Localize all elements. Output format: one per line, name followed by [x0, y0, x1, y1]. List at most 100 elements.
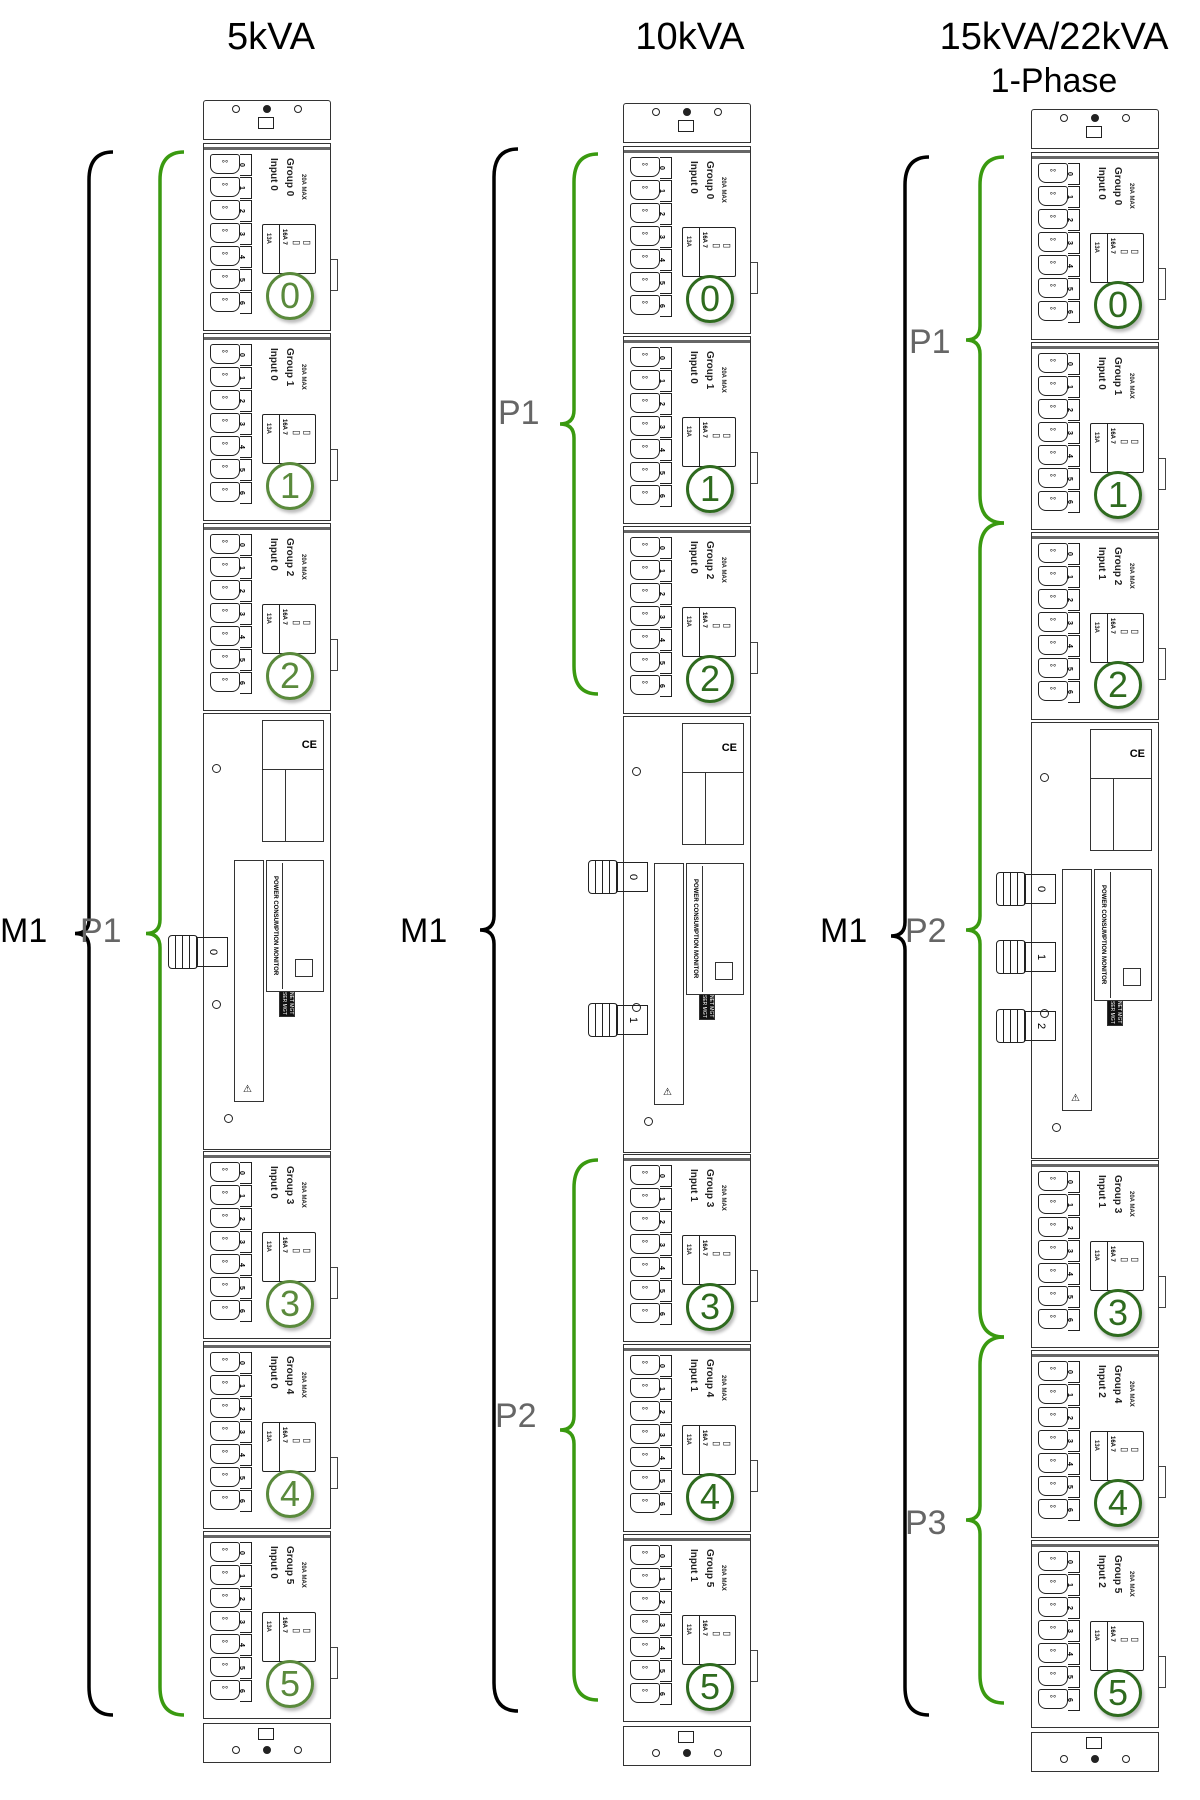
outlet[interactable]: °°3	[210, 1421, 256, 1444]
outlet[interactable]: °°6	[1038, 1309, 1084, 1332]
outlet[interactable]: °°0	[630, 347, 676, 370]
outlet[interactable]: °°4	[630, 629, 676, 652]
outlet[interactable]: °°2	[1038, 1217, 1084, 1240]
outlet[interactable]: °°1	[210, 1185, 256, 1208]
outlet[interactable]: °°5	[630, 462, 676, 485]
outlet[interactable]: °°4	[630, 249, 676, 272]
outlet[interactable]: °°3	[1038, 1240, 1084, 1263]
outlet[interactable]: °°6	[630, 675, 676, 698]
outlet[interactable]: °°1	[630, 1188, 676, 1211]
outlet[interactable]: °°6	[630, 1683, 676, 1706]
outlet[interactable]: °°0	[630, 1545, 676, 1568]
outlet[interactable]: °°4	[1038, 255, 1084, 278]
outlet[interactable]: °°1	[630, 370, 676, 393]
outlet[interactable]: °°3	[210, 603, 256, 626]
outlet[interactable]: °°6	[1038, 1499, 1084, 1522]
outlet[interactable]: °°2	[630, 203, 676, 226]
outlet[interactable]: °°6	[210, 482, 256, 505]
network-management-port[interactable]: NET MGT SER MGT	[699, 994, 715, 1020]
outlet[interactable]: °°5	[210, 1657, 256, 1680]
outlet[interactable]: °°5	[210, 269, 256, 292]
outlet[interactable]: °°1	[210, 1565, 256, 1588]
outlet[interactable]: °°3	[210, 1611, 256, 1634]
outlet[interactable]: °°0	[1038, 1171, 1084, 1194]
outlet[interactable]: °°4	[1038, 635, 1084, 658]
outlet[interactable]: °°1	[1038, 376, 1084, 399]
outlet[interactable]: °°5	[210, 459, 256, 482]
outlet[interactable]: °°0	[1038, 1551, 1084, 1574]
outlet[interactable]: °°5	[210, 649, 256, 672]
outlet[interactable]: °°2	[1038, 399, 1084, 422]
outlet[interactable]: °°1	[1038, 1574, 1084, 1597]
outlet[interactable]: °°4	[630, 1447, 676, 1470]
power-input-cord-0[interactable]: 0	[588, 860, 648, 894]
outlet[interactable]: °°1	[210, 557, 256, 580]
outlet[interactable]: °°4	[210, 626, 256, 649]
outlet[interactable]: °°2	[630, 583, 676, 606]
outlet[interactable]: °°1	[210, 1375, 256, 1398]
outlet[interactable]: °°0	[210, 1162, 256, 1185]
network-management-port[interactable]: NET MGT SER MGT	[1107, 1000, 1123, 1026]
outlet[interactable]: °°6	[630, 485, 676, 508]
outlet[interactable]: °°4	[1038, 445, 1084, 468]
outlet[interactable]: °°2	[1038, 1597, 1084, 1620]
outlet[interactable]: °°5	[1038, 1286, 1084, 1309]
outlet[interactable]: °°0	[630, 1165, 676, 1188]
outlet[interactable]: °°6	[210, 1680, 256, 1703]
outlet[interactable]: °°6	[210, 1490, 256, 1513]
outlet[interactable]: °°6	[1038, 491, 1084, 514]
power-input-cord-1[interactable]: 1	[996, 940, 1056, 974]
outlet[interactable]: °°3	[1038, 232, 1084, 255]
outlet[interactable]: °°4	[210, 436, 256, 459]
outlet[interactable]: °°1	[210, 367, 256, 390]
outlet[interactable]: °°3	[1038, 422, 1084, 445]
outlet[interactable]: °°4	[1038, 1453, 1084, 1476]
outlet[interactable]: °°5	[210, 1277, 256, 1300]
outlet[interactable]: °°6	[630, 295, 676, 318]
outlet[interactable]: °°5	[630, 1470, 676, 1493]
outlet[interactable]: °°0	[630, 537, 676, 560]
outlet[interactable]: °°1	[210, 177, 256, 200]
outlet[interactable]: °°6	[1038, 1689, 1084, 1712]
outlet[interactable]: °°4	[630, 1257, 676, 1280]
outlet[interactable]: °°3	[630, 1234, 676, 1257]
outlet[interactable]: °°5	[1038, 658, 1084, 681]
outlet[interactable]: °°6	[210, 1300, 256, 1323]
outlet[interactable]: °°4	[1038, 1263, 1084, 1286]
outlet[interactable]: °°2	[210, 200, 256, 223]
outlet[interactable]: °°1	[1038, 1194, 1084, 1217]
outlet[interactable]: °°2	[1038, 1407, 1084, 1430]
outlet[interactable]: °°0	[210, 1542, 256, 1565]
outlet[interactable]: °°1	[630, 1568, 676, 1591]
outlet[interactable]: °°5	[1038, 1476, 1084, 1499]
power-input-cord-2[interactable]: 2	[996, 1009, 1056, 1043]
outlet[interactable]: °°1	[630, 560, 676, 583]
outlet[interactable]: °°5	[630, 1660, 676, 1683]
outlet[interactable]: °°1	[1038, 566, 1084, 589]
outlet[interactable]: °°1	[630, 1378, 676, 1401]
outlet[interactable]: °°1	[1038, 186, 1084, 209]
outlet[interactable]: °°0	[1038, 163, 1084, 186]
outlet[interactable]: °°1	[630, 180, 676, 203]
outlet[interactable]: °°2	[210, 390, 256, 413]
outlet[interactable]: °°3	[630, 606, 676, 629]
outlet[interactable]: °°3	[1038, 612, 1084, 635]
outlet[interactable]: °°2	[1038, 589, 1084, 612]
outlet[interactable]: °°3	[210, 223, 256, 246]
outlet[interactable]: °°3	[1038, 1620, 1084, 1643]
outlet[interactable]: °°4	[1038, 1643, 1084, 1666]
outlet[interactable]: °°5	[1038, 1666, 1084, 1689]
outlet[interactable]: °°3	[1038, 1430, 1084, 1453]
